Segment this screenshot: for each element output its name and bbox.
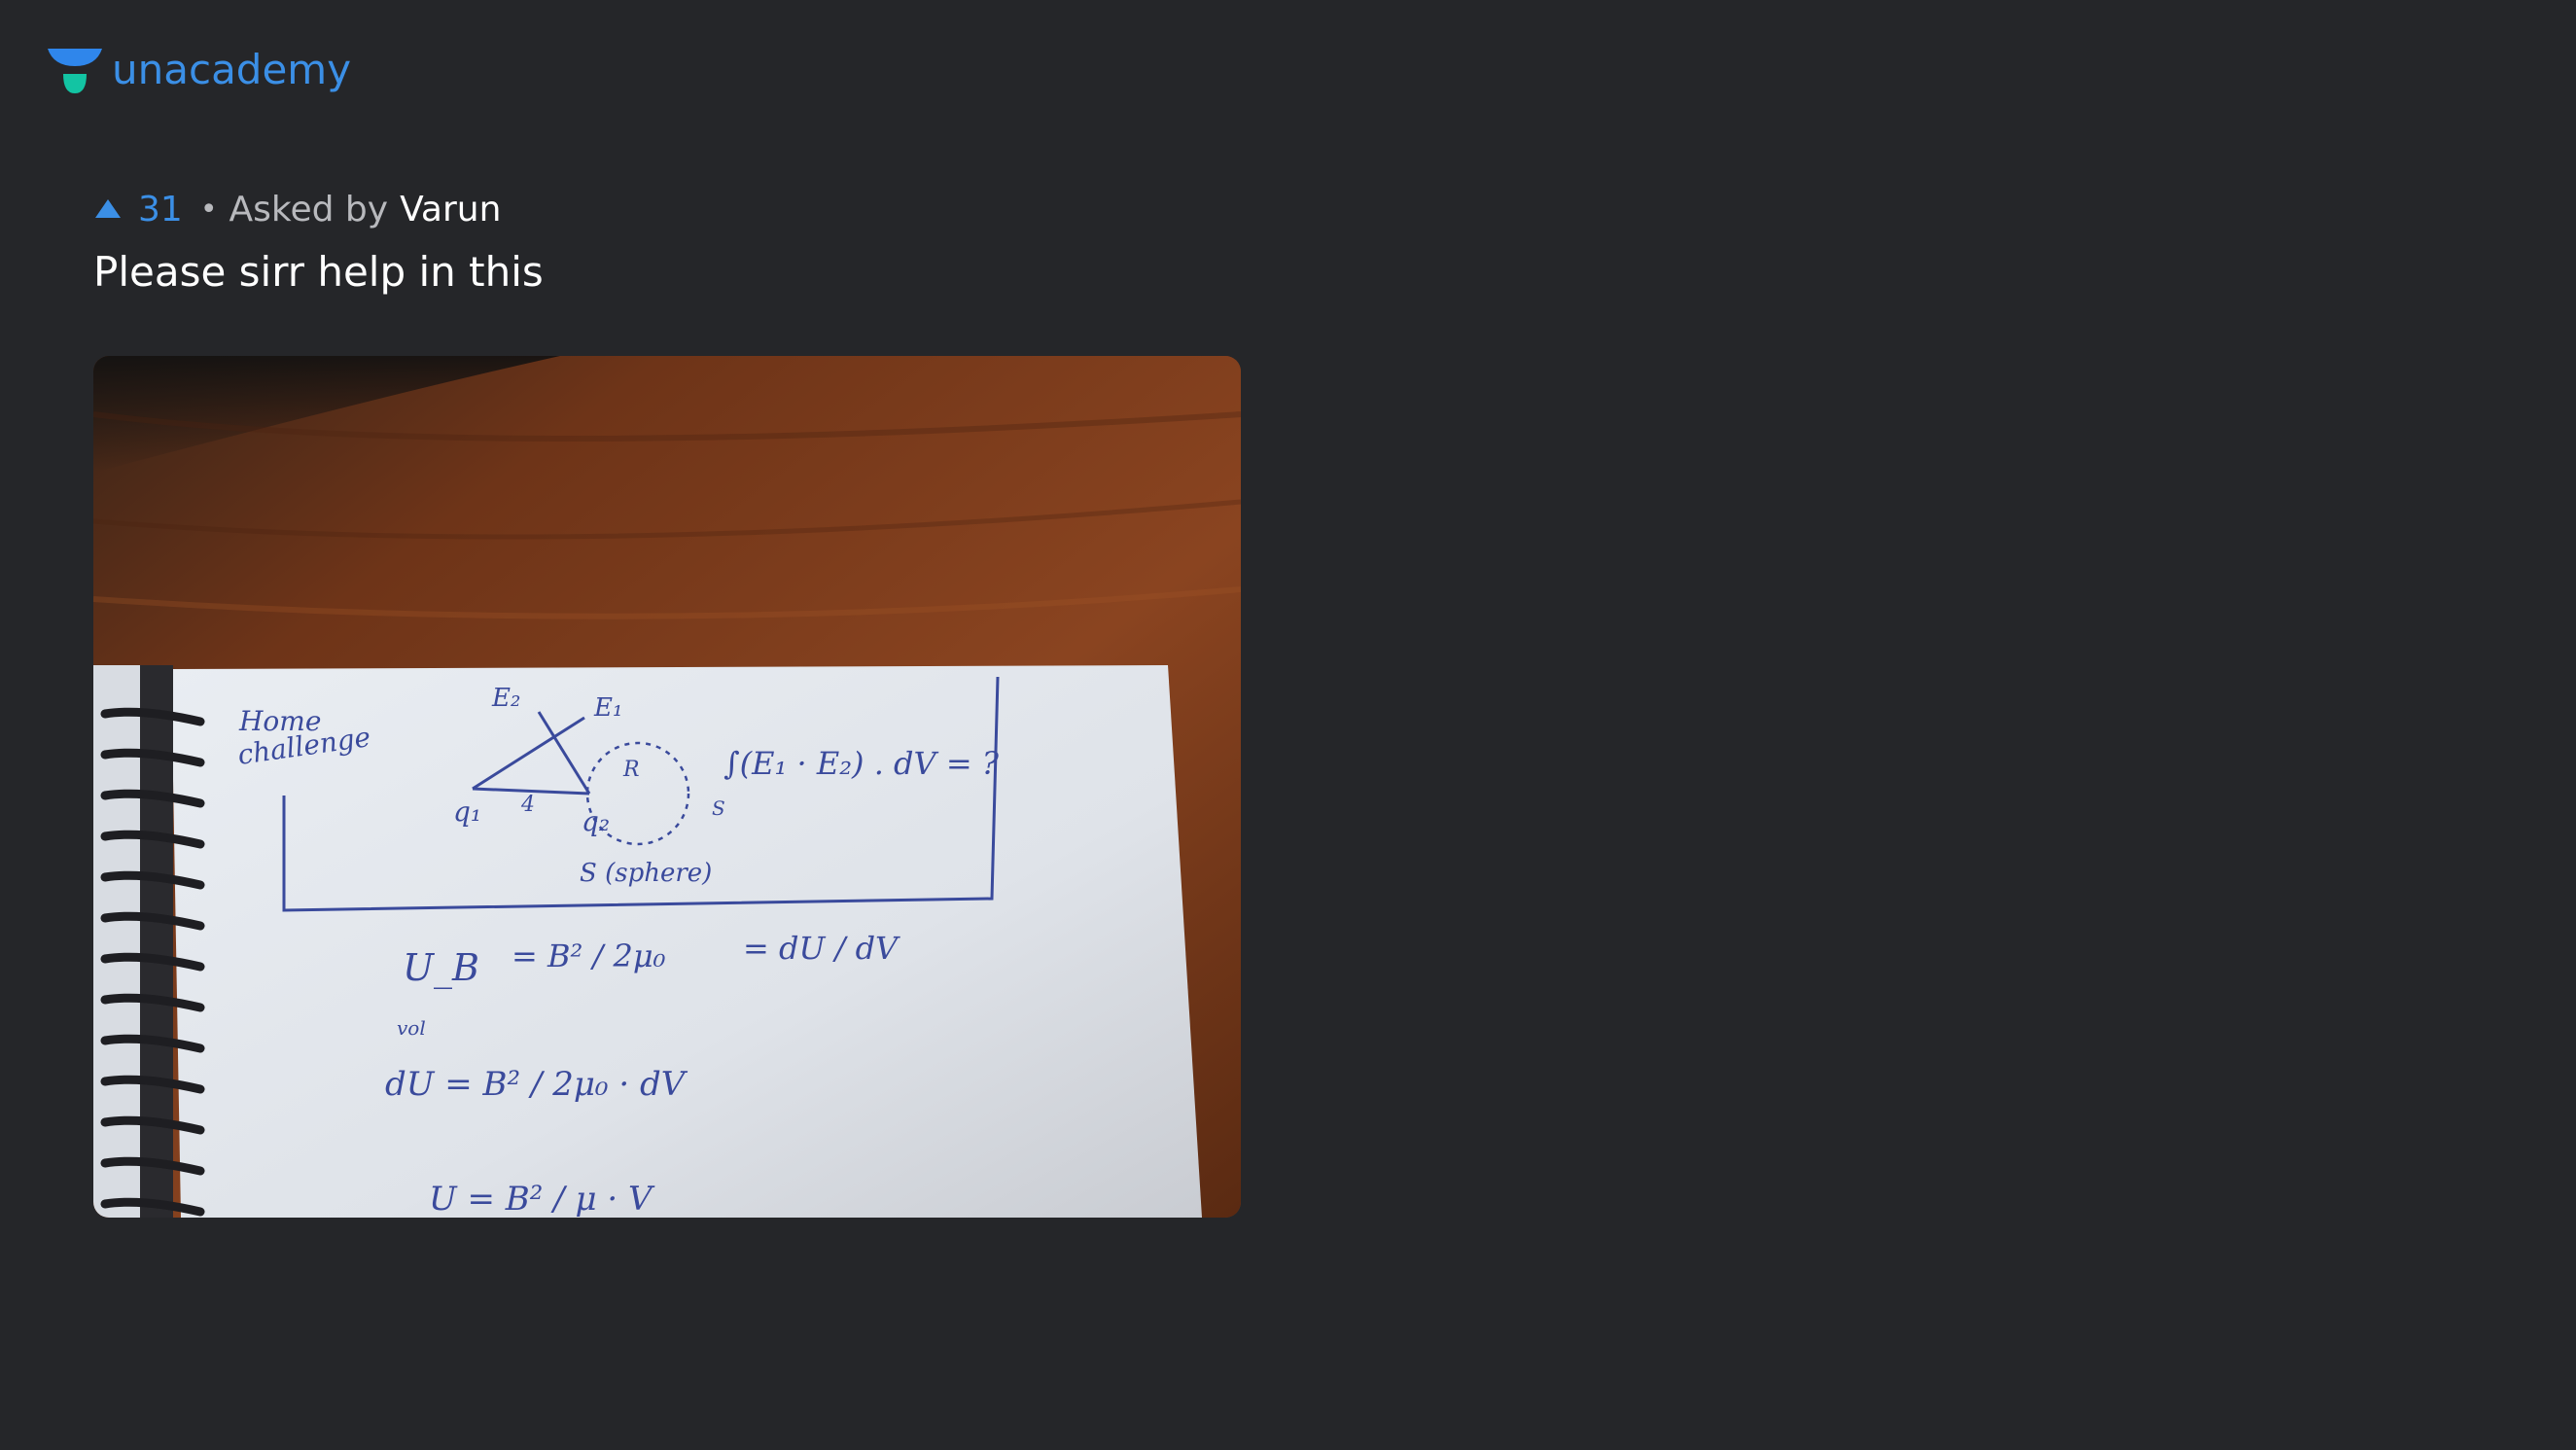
note-eq1-mid: = B² / 2μ₀ [512, 937, 666, 974]
spiral-rings [100, 707, 205, 1217]
question-text: Please sirr help in this [93, 248, 544, 296]
note-integral: ∫(E₁ · E₂) . dV = ? [723, 745, 1000, 782]
note-heading-home: Home [238, 705, 321, 737]
notebook-photo: Home challenge E₂ E₁ q₁ q₂ R 4 S (sphere… [93, 356, 1241, 1218]
note-vector-e2: E₂ [491, 684, 520, 713]
note-label-q2: q₂ [582, 805, 610, 837]
note-integral-sub: S [712, 796, 725, 820]
note-label-q1: q₁ [453, 796, 481, 828]
unacademy-logo[interactable]: unacademy [46, 45, 351, 95]
graduation-cap-icon [48, 49, 102, 93]
note-label-r: R [622, 758, 640, 782]
logo-wordmark: unacademy [112, 46, 352, 93]
question-image[interactable]: Home challenge E₂ E₁ q₁ q₂ R 4 S (sphere… [93, 356, 1241, 1218]
note-label-sphere: S (sphere) [580, 859, 712, 888]
question-meta: 31 • Asked by Varun [93, 185, 501, 233]
note-label-distance: 4 [520, 793, 535, 817]
note-eq3: U = B² / μ · V [429, 1180, 655, 1218]
separator-dot: • [199, 192, 218, 227]
note-eq1-lhs: U_B [403, 946, 479, 990]
note-vector-e1: E₁ [593, 693, 622, 723]
asked-by-label: Asked by [229, 189, 389, 230]
note-eq2: dU = B² / 2μ₀ · dV [385, 1065, 688, 1104]
upvote-arrow-icon[interactable] [93, 195, 123, 224]
asker-name[interactable]: Varun [400, 189, 502, 230]
note-eq1-lhs-sub: vol [397, 1016, 426, 1040]
note-eq1-rhs: = dU / dV [743, 930, 900, 967]
upvote-count: 31 [138, 189, 183, 230]
